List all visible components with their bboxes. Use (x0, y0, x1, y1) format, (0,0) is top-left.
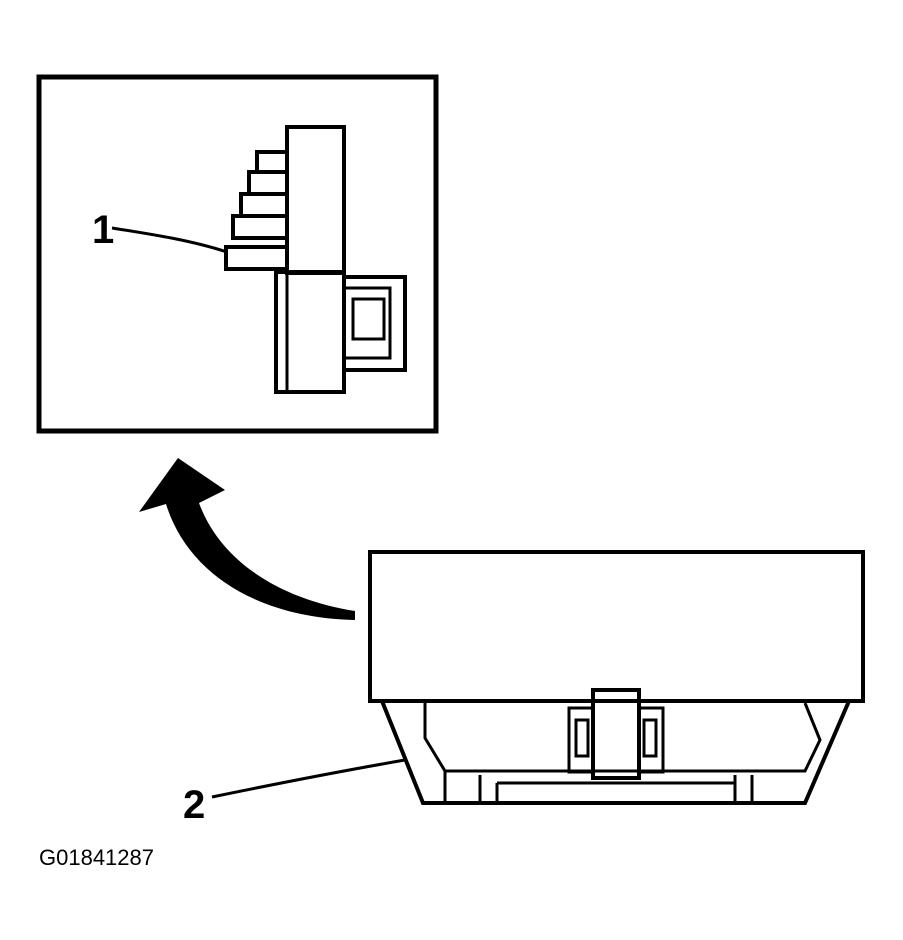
module-housing (368, 550, 865, 703)
connector-detail (224, 125, 407, 394)
detail-inset-frame (36, 74, 439, 434)
center-connector (567, 688, 665, 780)
terminal-1 (224, 245, 289, 271)
figure-id: G01841287 (39, 845, 154, 870)
callout-1-label: 1 (92, 208, 114, 252)
leader-line-2 (211, 758, 406, 799)
callout-2-label: 2 (183, 783, 205, 827)
main-assembly (368, 550, 865, 805)
curved-arrow-icon (139, 458, 355, 620)
leader-line-1 (111, 226, 228, 254)
base-outline (380, 700, 851, 805)
